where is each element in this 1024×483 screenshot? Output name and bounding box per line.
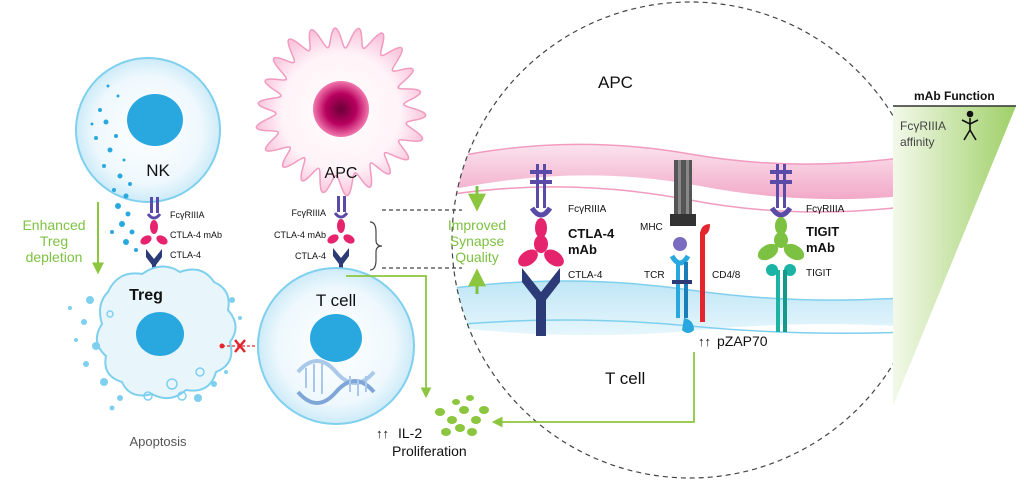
apc-nucleus bbox=[313, 81, 369, 137]
inhibition-symbol bbox=[219, 338, 259, 354]
zoom-tcell-label: T cell bbox=[605, 369, 645, 388]
zoom-ctla4-mab-label: CTLA-4 bbox=[568, 226, 615, 241]
synapse-zoom-area bbox=[452, 143, 928, 336]
zoom-ctla4-label: CTLA-4 bbox=[568, 270, 603, 281]
nk-label: NK bbox=[146, 161, 170, 180]
t-cell bbox=[257, 267, 415, 425]
center-ctla4-receptor bbox=[333, 248, 349, 274]
improved-label: Improved bbox=[448, 217, 506, 233]
center-ctla4-mab-label: CTLA-4 mAb bbox=[274, 230, 326, 240]
mhc-label: MHC bbox=[640, 222, 663, 233]
treg-nucleus bbox=[136, 312, 184, 356]
pzap-label: pZAP70 bbox=[717, 333, 768, 349]
person-icon bbox=[961, 110, 979, 141]
nk-fcgr-label: FcγRIIIA bbox=[170, 210, 205, 220]
nk-cell: NK bbox=[75, 57, 221, 252]
zoom-tigit-label: TIGIT bbox=[806, 268, 832, 279]
nk-granules bbox=[90, 84, 138, 252]
cd48-label: CD4/8 bbox=[712, 270, 741, 281]
tcr-label: TCR bbox=[644, 270, 665, 281]
zoom-fcgr-receptor-right bbox=[769, 164, 793, 218]
nk-nucleus bbox=[127, 94, 183, 146]
apc-membrane bbox=[452, 144, 928, 200]
mhc-molecule bbox=[670, 160, 696, 226]
zoom-apc-label: APC bbox=[598, 73, 633, 92]
tcell-label: T cell bbox=[316, 291, 356, 310]
pzap-arrows: ↑↑ bbox=[698, 334, 711, 349]
nk-ctla4-label: CTLA-4 bbox=[170, 250, 201, 260]
peptide-antigen bbox=[673, 237, 687, 251]
zoom-fcgr-label-left: FcγRIIIA bbox=[568, 204, 607, 215]
apc-label: APC bbox=[325, 165, 358, 182]
legend-fcgr-label: FcγRIIIA bbox=[900, 119, 946, 133]
nk-ctla4-mab-label: CTLA-4 mAb bbox=[170, 230, 222, 240]
proliferation-label: Proliferation bbox=[392, 443, 467, 459]
treg-label: Treg bbox=[129, 287, 163, 304]
center-ctla4-antibody bbox=[327, 219, 355, 244]
tcell-to-il2-arrow bbox=[346, 275, 432, 399]
tcr-receptor bbox=[669, 254, 694, 333]
zoom-tigit-receptor bbox=[766, 264, 796, 332]
tcell-membrane bbox=[452, 281, 928, 336]
synapse-label: Synapse bbox=[450, 233, 505, 249]
apoptosis-label: Apoptosis bbox=[129, 434, 187, 449]
center-fcgr-label: FcγRIIIA bbox=[291, 208, 326, 218]
enhanced-label-2: Treg bbox=[40, 233, 68, 249]
zoom-ctla4-mab-label-2: mAb bbox=[568, 242, 597, 257]
nk-fcgr-receptor bbox=[146, 197, 162, 220]
il2-label: IL-2 bbox=[398, 425, 422, 441]
dna-icon bbox=[296, 359, 376, 405]
pzap-to-il2-arrow bbox=[491, 352, 695, 428]
zoom-ctla4-antibody bbox=[518, 218, 564, 267]
il2-arrows: ↑↑ bbox=[376, 426, 389, 441]
zoom-tigit-antibody bbox=[757, 217, 805, 261]
zoom-ctla4-receptor bbox=[522, 268, 560, 336]
enhanced-label-3: depletion bbox=[26, 249, 83, 265]
mab-function-legend: mAb Function FcγRIIIA affinity bbox=[893, 89, 1016, 406]
legend-title: mAb Function bbox=[914, 89, 995, 103]
zap70 bbox=[682, 318, 694, 333]
zoom-fcgr-label-right: FcγRIIIA bbox=[806, 204, 845, 215]
zoom-circle-outline bbox=[451, 1, 929, 479]
center-ctla4-label: CTLA-4 bbox=[295, 251, 326, 261]
legend-affinity-label: affinity bbox=[900, 135, 934, 149]
tcell-nucleus bbox=[310, 314, 362, 362]
treg-apoptotic-cell bbox=[68, 265, 242, 411]
apc-cell bbox=[255, 27, 427, 197]
zoom-bracket bbox=[369, 209, 462, 271]
enhanced-label-1: Enhanced bbox=[22, 217, 85, 233]
quality-label: Quality bbox=[455, 249, 499, 265]
zoom-tigit-mab-label: TIGIT bbox=[806, 224, 839, 239]
affinity-wedge bbox=[893, 106, 1016, 406]
nk-ctla4-receptor bbox=[146, 249, 162, 275]
zoom-fcgr-receptor-left bbox=[529, 164, 553, 218]
nk-ctla4-antibody bbox=[140, 220, 168, 245]
apc-fcgr-receptor bbox=[333, 196, 349, 219]
cd48-coreceptor bbox=[700, 224, 710, 322]
zoom-tigit-mab-label-2: mAb bbox=[806, 240, 835, 255]
il2-cytokines bbox=[435, 395, 489, 436]
